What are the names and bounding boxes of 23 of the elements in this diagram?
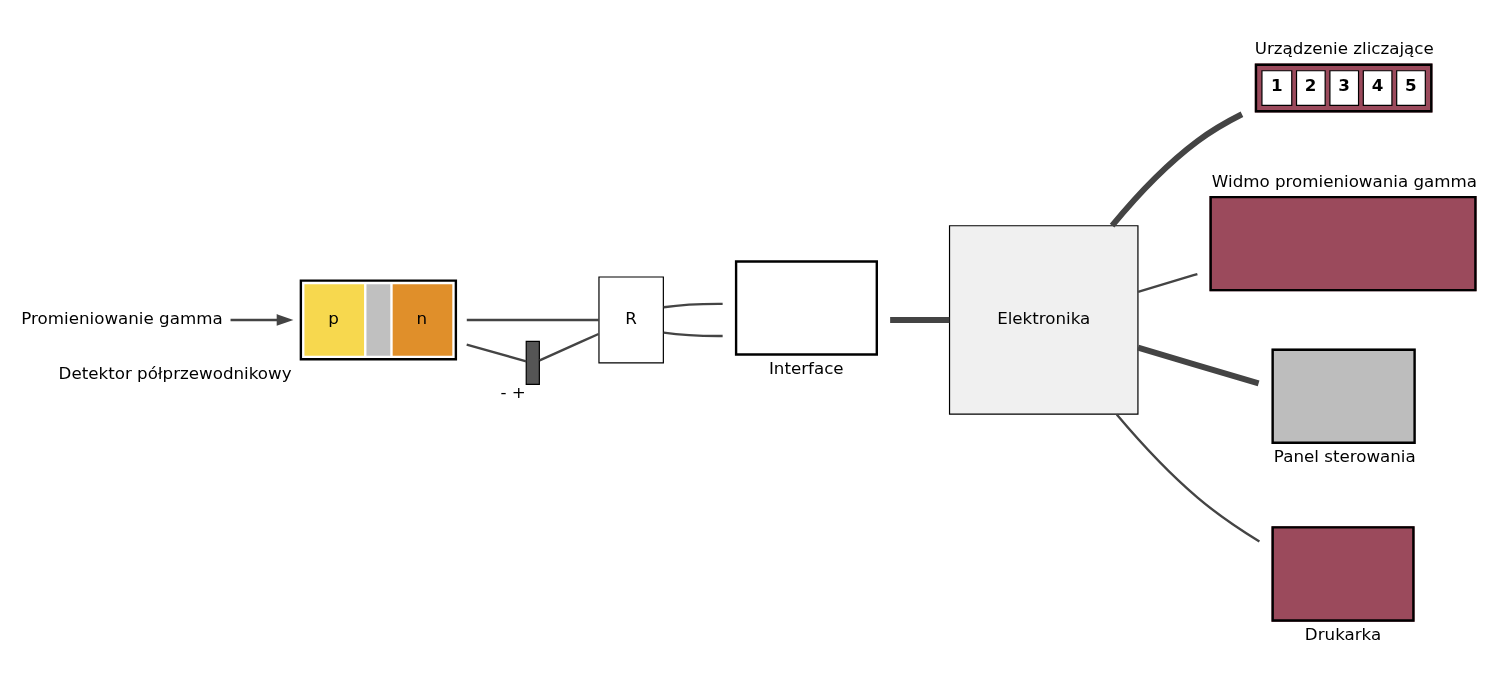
connector: [466, 342, 527, 362]
connector: [890, 316, 950, 323]
connector: [663, 331, 723, 337]
connector: [1109, 111, 1244, 228]
node-box: R: [598, 275, 664, 363]
node-battery: [525, 340, 540, 385]
node-box: Elektronika: [948, 224, 1139, 415]
node-label: Detektor półprzewodnikowy: [58, 363, 292, 383]
node-label: Urządzenie zliczające: [1254, 38, 1434, 58]
connector: [1137, 344, 1260, 386]
node-text: Promieniowanie gamma: [21, 308, 223, 328]
connector: [1115, 413, 1261, 543]
connector: [1137, 272, 1198, 293]
connector: [663, 302, 723, 308]
connector: [539, 332, 600, 361]
node-label: Interface: [768, 358, 844, 378]
node-label: - +: [500, 382, 526, 402]
arrow: [230, 313, 294, 326]
node-label: Panel sterowania: [1273, 446, 1416, 466]
node-box: p n: [299, 278, 458, 360]
connector: [466, 318, 599, 321]
node-label: Drukarka: [1304, 624, 1382, 644]
node-label: Widmo promieniowania gamma: [1211, 171, 1478, 191]
